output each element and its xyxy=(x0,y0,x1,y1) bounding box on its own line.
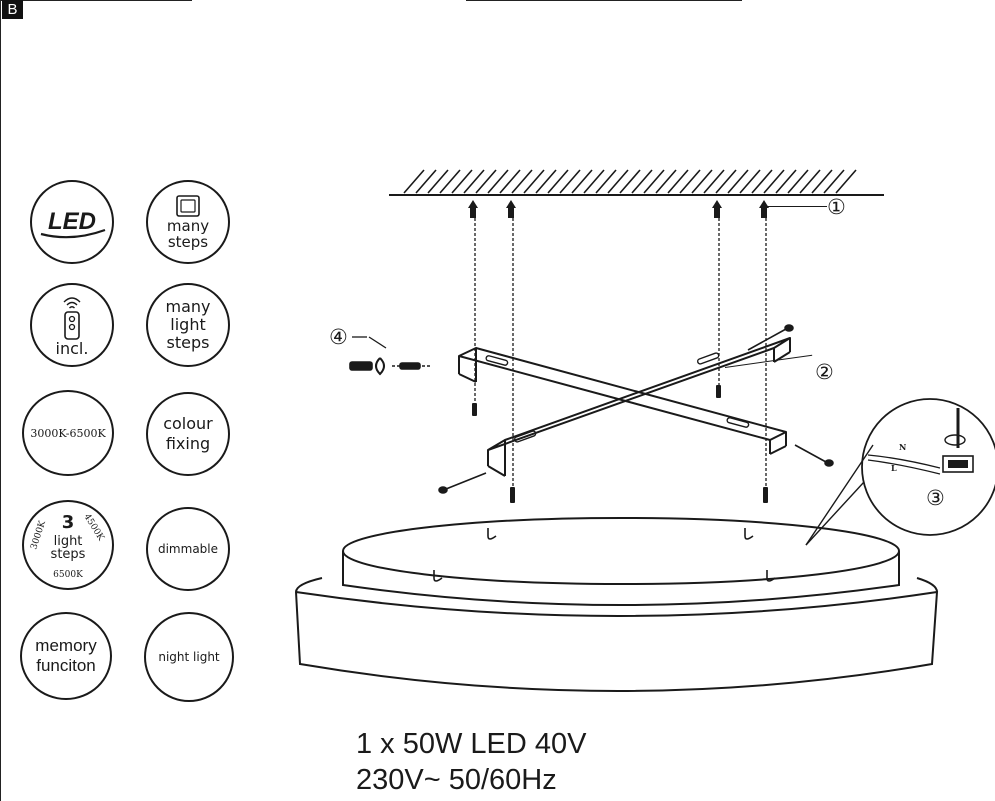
top-border-line-right xyxy=(466,0,742,1)
memory-function-feature-icon: memory funciton xyxy=(20,612,112,700)
night-light-label: night light xyxy=(158,650,220,664)
three-steps-temp-bottom: 6500K xyxy=(53,570,83,580)
remote-feature-icon: incl. xyxy=(30,283,114,367)
wiring-detail-magnifier xyxy=(805,398,995,546)
many-light-steps-feature-icon: many light steps xyxy=(146,283,230,367)
callout-2-label: ② xyxy=(815,360,834,384)
dimmer-square-icon xyxy=(176,195,200,217)
callout-1-label: ① xyxy=(827,195,846,219)
callout-3-label: ③ xyxy=(926,486,945,510)
many-steps-label: many steps xyxy=(166,217,210,251)
section-badge: B xyxy=(2,0,23,19)
callout-4-label: ④ xyxy=(329,325,348,349)
luminaire-body xyxy=(295,517,939,692)
spec-voltage-line: 230V~ 50/60Hz xyxy=(356,764,557,796)
remote-label: incl. xyxy=(55,338,89,358)
wire-live-label: L xyxy=(891,463,897,473)
led-feature-icon: LED xyxy=(30,180,114,264)
top-border-line-left xyxy=(0,0,192,1)
ceiling-surface xyxy=(389,169,884,196)
dimmable-feature-icon: dimmable xyxy=(146,507,230,591)
cct-range-feature-icon: 3000K-6500K xyxy=(22,390,114,476)
callout-1-leader xyxy=(765,206,827,207)
dimmable-label: dimmable xyxy=(157,542,219,556)
cross-mounting-bracket xyxy=(458,337,791,477)
three-steps-number: 3 xyxy=(62,512,75,533)
ceiling-wall-plugs xyxy=(468,200,769,218)
led-logo-icon: LED xyxy=(40,208,106,239)
three-steps-graphic: 3 light steps 3000K 4500K 6500K xyxy=(29,512,105,580)
led-logo-text: LED xyxy=(48,208,96,235)
many-light-steps-label: many light steps xyxy=(165,297,211,352)
callout-4-leader xyxy=(368,336,387,349)
colour-fixing-label: colour fixing xyxy=(163,414,213,453)
wire-neutral-label: N xyxy=(899,442,907,452)
left-border-line xyxy=(0,0,1,801)
screw-guide-lines xyxy=(474,218,767,492)
cct-range-label: 3000K-6500K xyxy=(30,426,106,440)
remote-control-icon xyxy=(63,296,81,340)
memory-function-label: memory funciton xyxy=(35,636,97,675)
terminal-wire-loop xyxy=(375,357,385,376)
three-steps-label-line2: steps xyxy=(51,547,86,562)
side-fixing-screws xyxy=(349,324,834,494)
three-light-steps-feature-icon: 3 light steps 3000K 4500K 6500K xyxy=(22,500,114,590)
three-steps-label-line1: light xyxy=(54,534,83,549)
many-steps-feature-icon: many steps xyxy=(146,180,230,264)
lower-screws xyxy=(472,385,768,503)
colour-fixing-feature-icon: colour fixing xyxy=(146,392,230,476)
night-light-feature-icon: night light xyxy=(144,612,234,702)
spec-power-line: 1 x 50W LED 40V xyxy=(356,728,587,760)
